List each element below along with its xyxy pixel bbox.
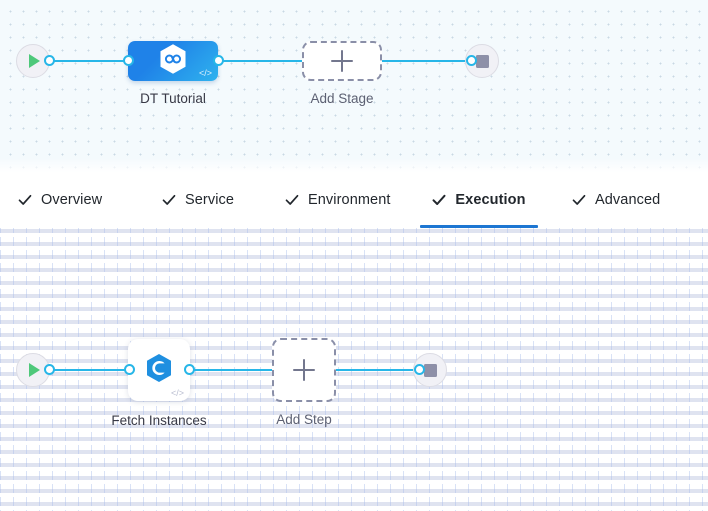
edge-start-to-stage (44, 60, 130, 62)
stage-canvas[interactable]: </> DT Tutorial Add Stage (0, 0, 708, 172)
hexagon-infinity-icon (158, 43, 188, 80)
check-icon (18, 193, 32, 207)
step-input-port[interactable] (124, 364, 135, 375)
end-input-port[interactable] (466, 55, 477, 66)
step-node-fetch-instances[interactable]: </> (128, 339, 190, 401)
execution-start-output-port[interactable] (44, 364, 55, 375)
play-icon (29, 54, 40, 68)
execution-canvas[interactable]: </> Fetch Instances Add Step (0, 228, 708, 511)
stage-node-label: DT Tutorial (140, 91, 206, 106)
tab-service[interactable]: Service (162, 172, 234, 228)
edge-add-stage-to-end (380, 60, 472, 62)
edge-add-step-to-end (335, 369, 420, 371)
tab-label: Environment (308, 192, 391, 208)
tab-environment[interactable]: Environment (285, 172, 391, 228)
stage-config-tabs: Overview Service Environment Execution (0, 172, 708, 228)
stop-icon (423, 363, 437, 377)
start-output-port[interactable] (44, 55, 55, 66)
plus-icon (293, 359, 315, 381)
step-node-label: Fetch Instances (111, 413, 207, 428)
code-glyph-icon: </> (198, 68, 212, 78)
add-step-button[interactable] (272, 338, 336, 402)
hexagon-swirl-icon (145, 353, 173, 388)
plus-icon (331, 50, 353, 72)
stage-node-dt-tutorial[interactable]: </> (128, 41, 218, 81)
tab-advanced[interactable]: Advanced (572, 172, 660, 228)
tab-execution[interactable]: Execution (420, 172, 538, 228)
check-icon (432, 193, 446, 207)
tab-label: Execution (455, 192, 526, 208)
execution-end-input-port[interactable] (414, 364, 425, 375)
step-output-port[interactable] (184, 364, 195, 375)
stage-output-port[interactable] (213, 55, 224, 66)
play-icon (29, 363, 40, 377)
check-icon (285, 193, 299, 207)
stop-icon (475, 54, 489, 68)
edge-step-to-add-step (188, 369, 274, 371)
add-stage-button[interactable] (302, 41, 382, 81)
tab-label: Advanced (595, 192, 661, 208)
add-stage-label: Add Stage (310, 91, 374, 106)
tab-label: Overview (41, 192, 103, 208)
stage-input-port[interactable] (123, 55, 134, 66)
tab-overview[interactable]: Overview (18, 172, 102, 228)
tab-label: Service (185, 192, 235, 208)
add-step-label: Add Step (276, 412, 332, 427)
edge-start-to-step (44, 369, 132, 371)
check-icon (162, 193, 176, 207)
check-icon (572, 193, 586, 207)
tab-active-underline (420, 225, 538, 228)
edge-stage-to-add-stage (216, 60, 304, 62)
code-glyph-icon: </> (170, 388, 184, 398)
